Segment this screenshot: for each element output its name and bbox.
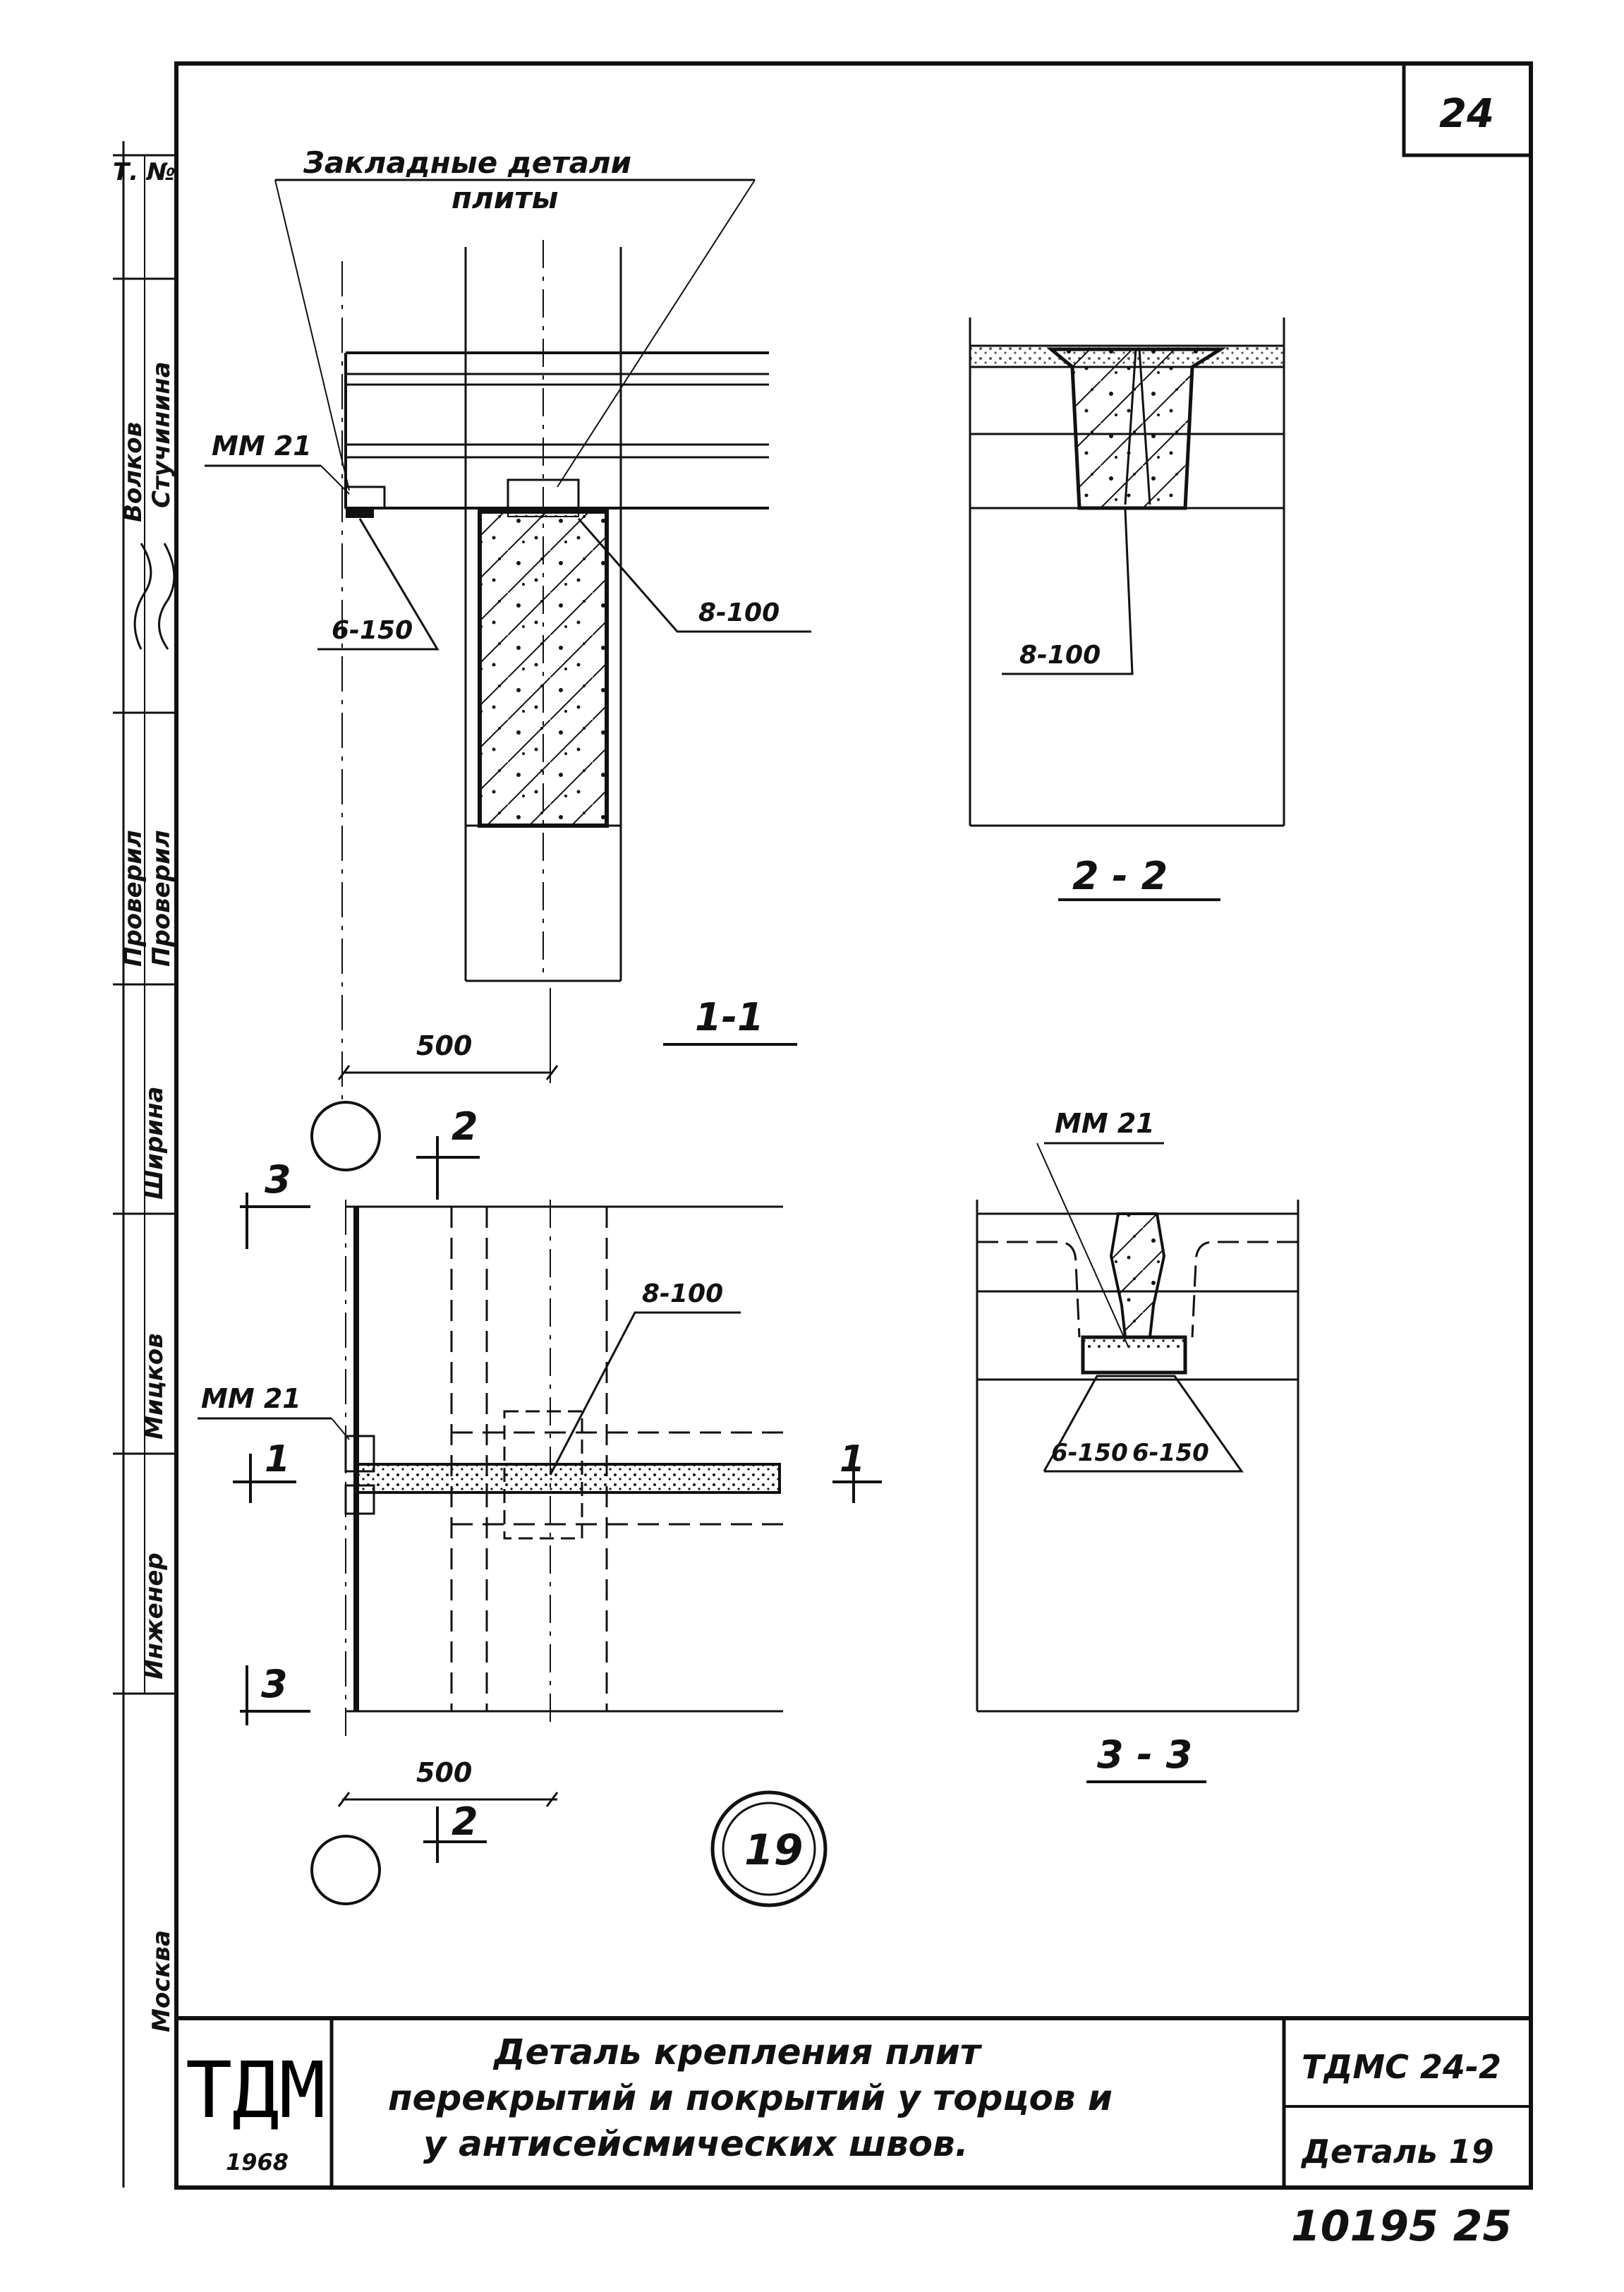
axis-circle-top (310, 1101, 381, 1171)
cut-3-bottom: 3 (261, 1662, 288, 1706)
side-no-label: Т. № (113, 158, 176, 186)
section-3-3-drawing (976, 1142, 1299, 1783)
stamp-title-line2: перекрытий и покрытий у торцов и (388, 2077, 1113, 2118)
mm21-label-plan: ММ 21 (201, 1383, 301, 1414)
title-block (176, 2016, 1531, 2188)
weld-6-150-label-3-3-right: 6-150 (1132, 1439, 1209, 1467)
stamp-detail: Деталь 19 (1300, 2133, 1494, 2171)
mm21-label-top: ММ 21 (212, 430, 312, 462)
cut-2-top: 2 (452, 1104, 478, 1149)
section-3-3-title: 3 - 3 (1097, 1732, 1192, 1777)
section-2-2-title: 2 - 2 (1072, 854, 1168, 898)
side-name-6: Мицков (140, 1333, 169, 1440)
cut-3-top: 3 (265, 1157, 291, 1202)
dim-500-top: 500 (416, 1030, 472, 1061)
side-name-7: Инженер (140, 1552, 169, 1679)
embedded-plate-left (344, 485, 386, 509)
detail-number: 19 (744, 1826, 804, 1875)
plan-joint-strip (355, 1463, 781, 1494)
side-name-1: Волков (119, 422, 147, 522)
logo-tdm: ТДМ (186, 2045, 326, 2135)
mm21-label-3-3: ММ 21 (1055, 1108, 1155, 1139)
embedded-details-label-2: плиты (452, 181, 559, 215)
weld-6-150-label-3-3-left: 6-150 (1051, 1439, 1128, 1467)
weld-8-100-label-top: 8-100 (698, 598, 780, 627)
section-1-1-drawing (205, 179, 811, 1171)
side-name-4: Проверил (147, 830, 176, 967)
weld-8-100-label-2-2: 8-100 (1019, 641, 1101, 670)
detail-circle-outer (710, 1790, 828, 1907)
cut-1-right: 1 (840, 1438, 865, 1480)
stamp-year: 1968 (226, 2149, 289, 2176)
cut-1-left: 1 (265, 1438, 290, 1480)
joint-key-fill (1109, 1212, 1166, 1339)
axis-circle-bottom (310, 1835, 381, 1905)
stamp-title-line1: Деталь крепления плит (492, 2032, 983, 2073)
section-1-1-title: 1-1 (695, 995, 764, 1039)
side-name-5: Ширина (140, 1087, 169, 1200)
side-name-8: Москва (147, 1930, 176, 2032)
plan-view-drawing (198, 1136, 882, 1907)
page-number: 24 (1439, 91, 1494, 137)
weld-8-100-label-plan: 8-100 (642, 1279, 723, 1308)
stamp-title-line3: у антисейсмических швов. (423, 2123, 969, 2164)
page-number-box (1402, 61, 1533, 157)
section-2-2-drawing (969, 318, 1285, 901)
dim-500-bottom: 500 (416, 1757, 472, 1788)
detail-circle-inner (722, 1802, 816, 1896)
cut-2-bottom: 2 (452, 1799, 478, 1844)
joint-concrete-fill (1046, 347, 1227, 510)
stamp-code: ТДМС 24-2 (1302, 2048, 1501, 2086)
side-name-2: Стучинина (147, 361, 176, 508)
embedded-details-label-1: Закладные детали (303, 145, 631, 180)
side-name-3: Проверил (119, 830, 147, 967)
archive-number: 10195 25 (1291, 2202, 1512, 2251)
weld-6-150-label-top: 6-150 (332, 616, 413, 645)
sheet-frame (174, 61, 1533, 2190)
signature-1 (133, 543, 152, 650)
signature-2 (158, 543, 176, 650)
